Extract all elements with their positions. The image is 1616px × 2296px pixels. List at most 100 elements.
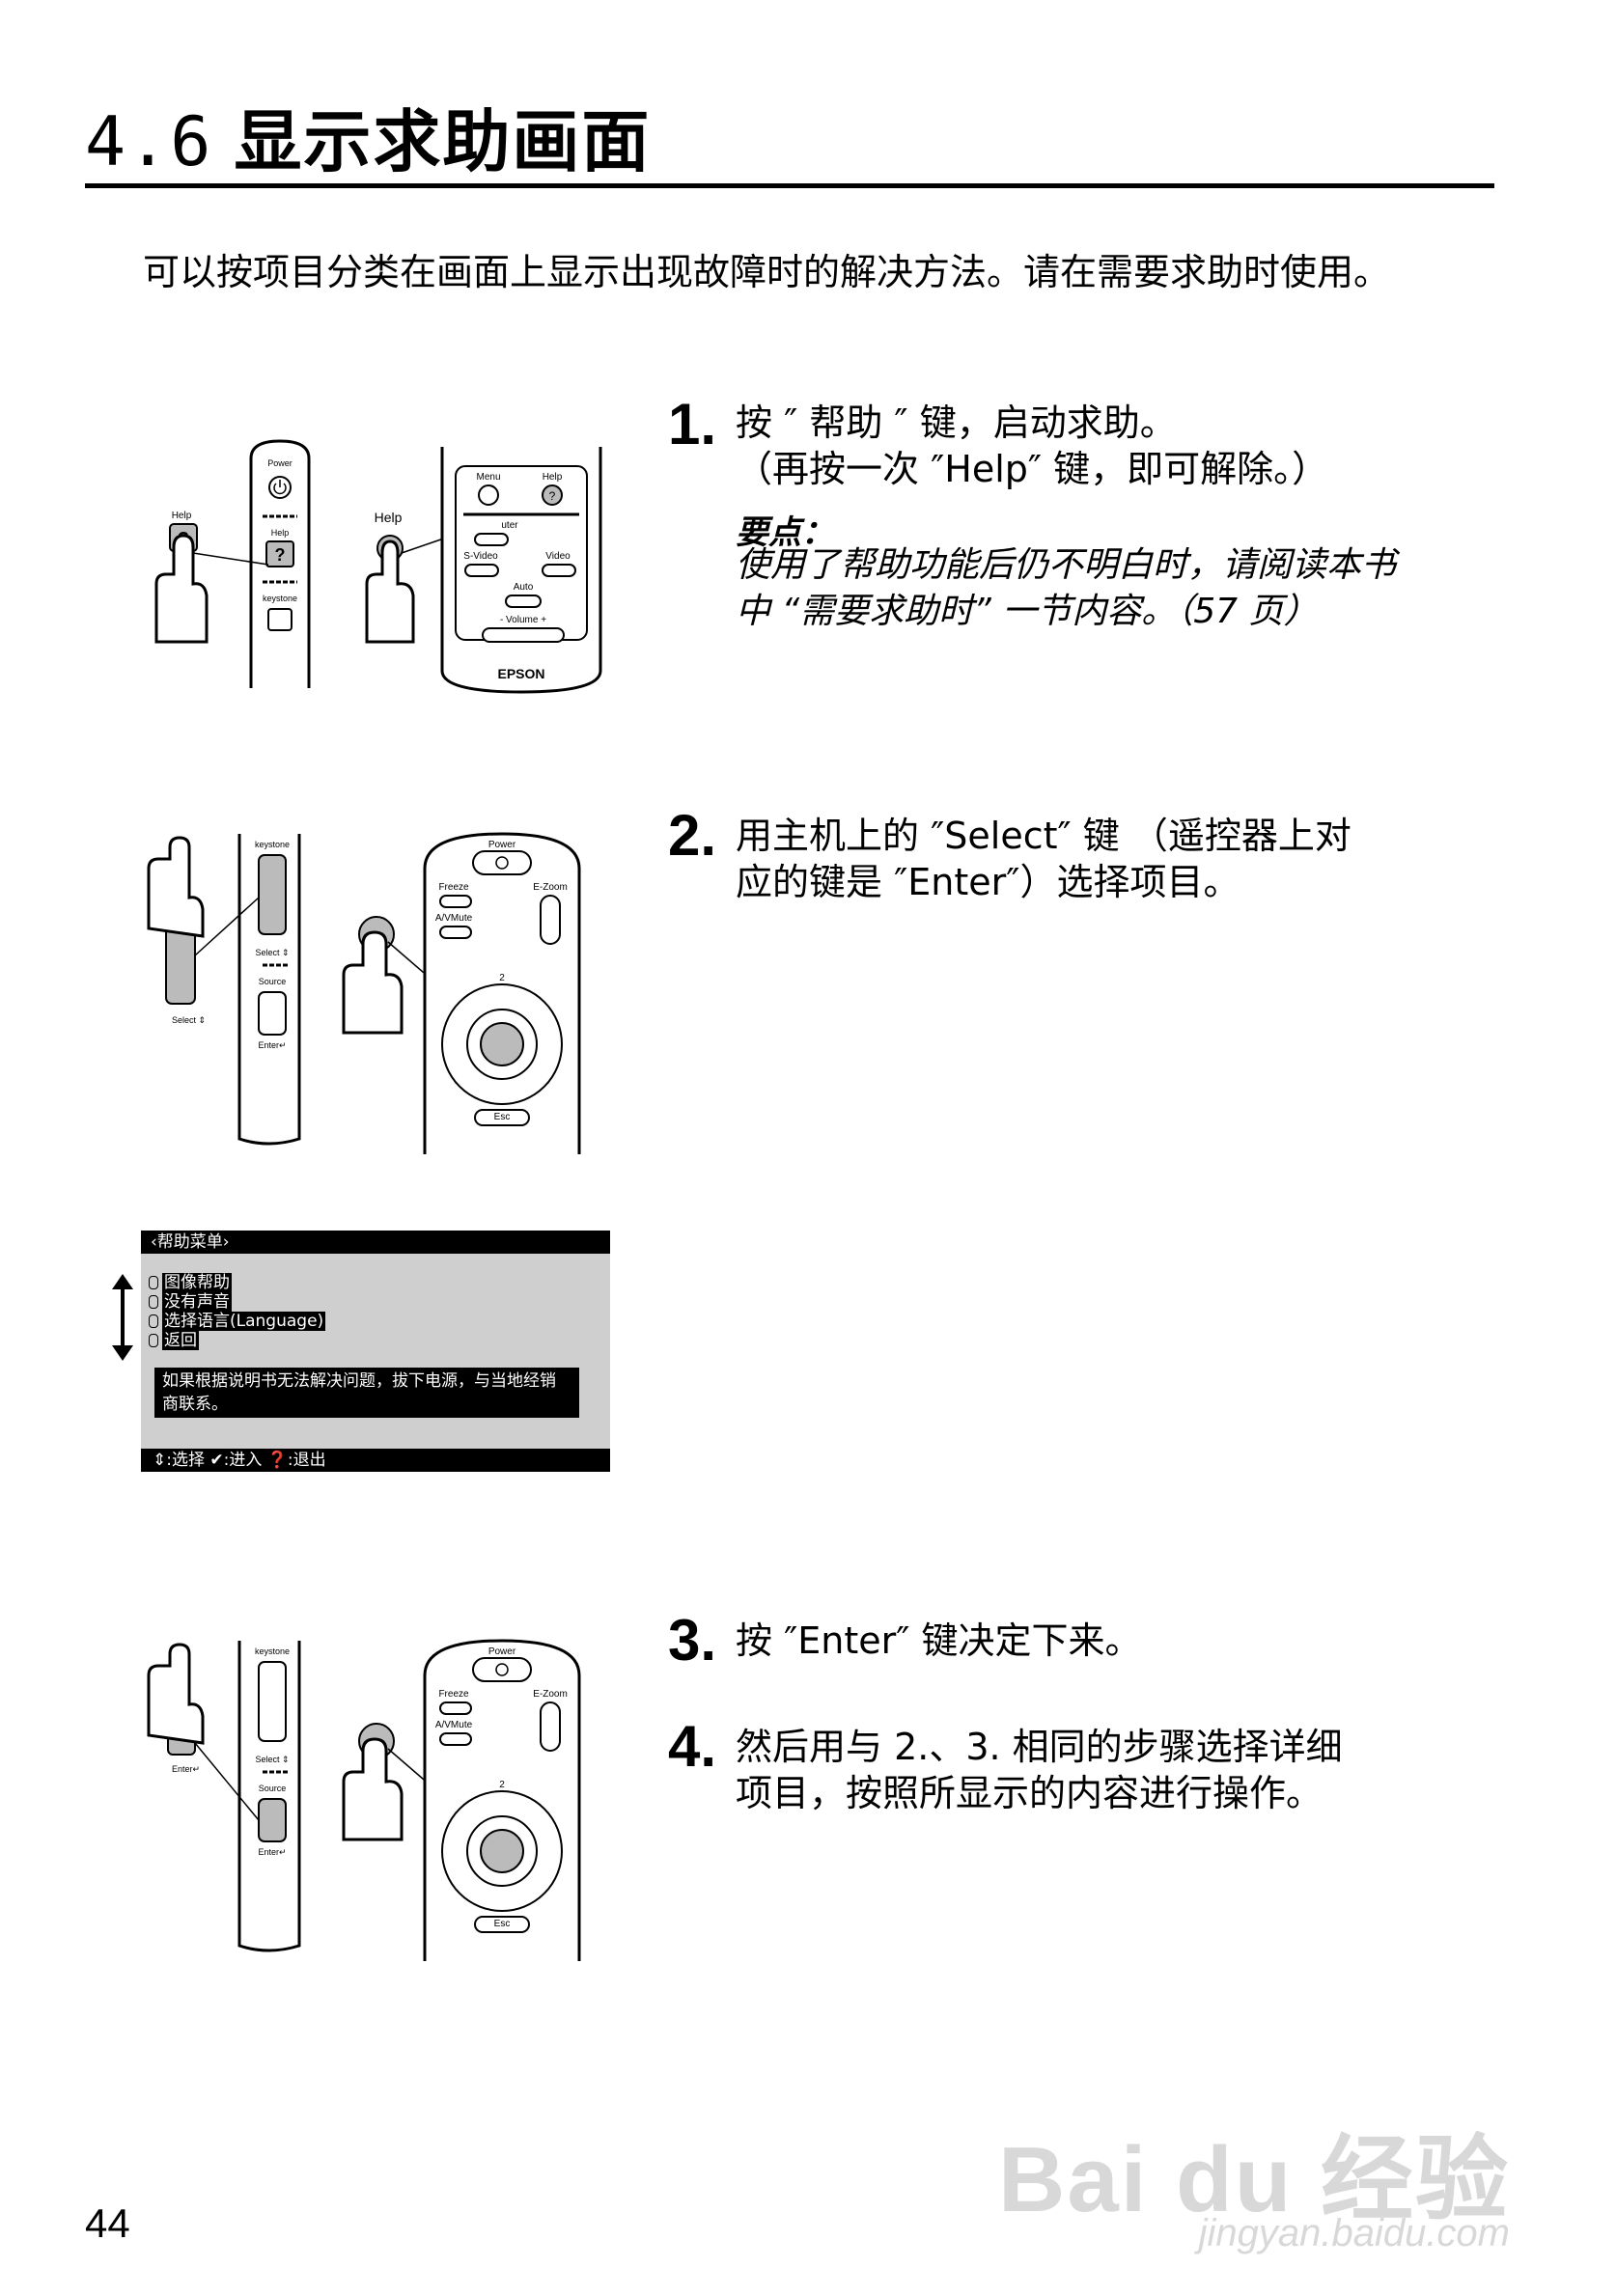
help-menu-item[interactable]: 图像帮助 [149,1273,232,1292]
step-4-text: 然后用与 2.、3. 相同的步骤选择详细 项目，按照所显示的内容进行操作。 [736,1724,1343,1816]
svg-text:2: 2 [499,973,505,983]
esc-button[interactable] [474,1916,530,1933]
baidu-watermark-logo: Bai du 经验 [997,2128,1510,2231]
avmute-button[interactable] [439,1732,472,1746]
svideo-button[interactable] [464,564,499,577]
step-number: 3. [668,1608,717,1673]
pointing-hand-icon [365,539,415,644]
help-menu-item[interactable]: 选择语言(Language) [149,1312,326,1331]
step-3: 3. [668,1612,716,1670]
step-2: 2. [668,807,716,865]
step-line: 按 ″ 帮助 ″ 键，启动求助。 [736,401,1177,444]
svg-text:?: ? [275,545,286,565]
enter-callout-label: Enter↵ [172,1764,200,1774]
step-line: 用主机上的 ″Select″ 键 （遥控器上对 [736,815,1351,857]
step-number: 1. [668,392,717,456]
step-line: 然后用与 2.、3. 相同的步骤选择详细 [736,1726,1343,1768]
tip-heading: 要点： [736,513,834,552]
power-icon [495,856,509,870]
svg-text:2: 2 [499,1780,505,1790]
page-number: 44 [85,2200,130,2246]
title-rule [85,183,1494,188]
step-2-text: 用主机上的 ″Select″ 键 （遥控器上对 应的键是 ″Enter″）选择项… [736,813,1351,905]
help-label: Help [271,528,290,538]
baidu-watermark-url: jingyan.baidu.com [1198,2212,1510,2255]
select-label: Select ⇕ [255,948,289,957]
help-menu-note: 如果根据说明书无法解决问题，拔下电源，与当地经销商联系。 [154,1368,579,1418]
step-1: 1. [668,396,716,454]
pointing-hand-icon [342,1737,404,1841]
step-number: 2. [668,803,717,868]
power-label: Power [267,458,293,468]
help-button[interactable] [265,540,294,567]
keystone-button[interactable] [267,608,293,631]
keystone-rocker[interactable] [258,1661,287,1742]
step-3-text: 按 ″Enter″ 键决定下来。 [736,1618,1142,1664]
pointing-hand-icon [147,836,205,938]
power-label: Power [488,840,516,850]
ezoom-label: E-Zoom [533,1689,568,1700]
intro-paragraph: 可以按项目分类在画面上显示出现故障时的解决方法。请在需要求助时使用。 [143,251,1391,293]
enter-button-illustration: keystone Select ⇕ Source Enter↵ Enter↵ P… [147,1639,581,1961]
enter-button[interactable] [480,1829,524,1873]
volume-button[interactable] [482,627,565,643]
keystone-rocker[interactable] [258,854,287,935]
select-button-illustration: keystone Select ⇕ Source Enter↵ Select ⇕… [147,832,581,1154]
esc-button[interactable] [474,1109,530,1126]
menu-label: Menu [476,472,500,483]
computer-button[interactable] [474,533,509,546]
computer-label: uter [501,520,518,531]
help-callout-label: Help [172,511,192,521]
avmute-label: A/VMute [435,913,473,924]
tip-line: 使用了帮助功能后仍不明白时，请阅读本书 [736,545,1397,585]
power-icon [495,1663,509,1676]
up-down-arrow-icon [112,1274,133,1361]
menu-button[interactable] [478,484,499,506]
ezoom-button[interactable] [540,895,561,945]
help-menu-footer: ⇕:选择 ✔:进入 ❓:退出 [141,1449,610,1472]
auto-button[interactable] [505,595,542,608]
select-label: Select ⇕ [255,1755,289,1764]
epson-logo: EPSON [497,666,544,681]
pointing-hand-icon [342,930,404,1035]
help-menu-screen: ‹帮助菜单› 图像帮助 没有声音 选择语言(Language) 返回 如果根据说… [141,1231,610,1472]
help-menu-header: ‹帮助菜单› [141,1231,610,1254]
avmute-button[interactable] [439,926,472,939]
help-menu-item[interactable]: 返回 [149,1331,199,1350]
power-button[interactable] [472,1657,532,1682]
freeze-label: Freeze [438,1689,469,1700]
ezoom-label: E-Zoom [533,882,568,893]
step-line: 项目，按照所显示的内容进行操作。 [736,1772,1323,1814]
enter-label: Enter↵ [258,1847,286,1857]
pointing-hand-icon [147,1643,205,1745]
help-remote-small-label: Help [543,472,563,483]
section-number: 4.6 [85,102,213,181]
enter-button[interactable] [258,1798,287,1842]
freeze-button[interactable] [439,1701,472,1715]
help-remote-label: Help [375,510,403,525]
tip-line: 中 “需要求助时” 一节内容。（57 页） [736,592,1319,631]
step-line: （再按一次 ″Help″ 键，即可解除。） [736,448,1329,490]
auto-label: Auto [514,582,534,593]
enter-label: Enter↵ [258,1040,286,1050]
enter-button[interactable] [480,1022,524,1066]
source-button[interactable] [258,991,287,1036]
source-label: Source [259,1784,287,1793]
esc-label: Esc [494,1112,511,1122]
step-line: 应的键是 ″Enter″）选择项目。 [736,861,1240,903]
step-4: 4. [668,1718,716,1776]
freeze-button[interactable] [439,895,472,908]
help-menu-item[interactable]: 没有声音 [149,1292,232,1312]
video-label: Video [545,551,571,562]
section-title: 显示求助画面 [234,102,652,181]
power-button[interactable] [472,850,532,875]
source-label: Source [259,977,287,986]
ezoom-button[interactable] [540,1701,561,1752]
svideo-label: S-Video [463,551,498,562]
pointing-hand-icon [154,534,209,644]
esc-label: Esc [494,1919,511,1929]
volume-label: - Volume + [500,615,546,625]
help-remote-button[interactable] [542,484,563,506]
video-button[interactable] [542,564,576,577]
svg-text:?: ? [549,489,556,503]
